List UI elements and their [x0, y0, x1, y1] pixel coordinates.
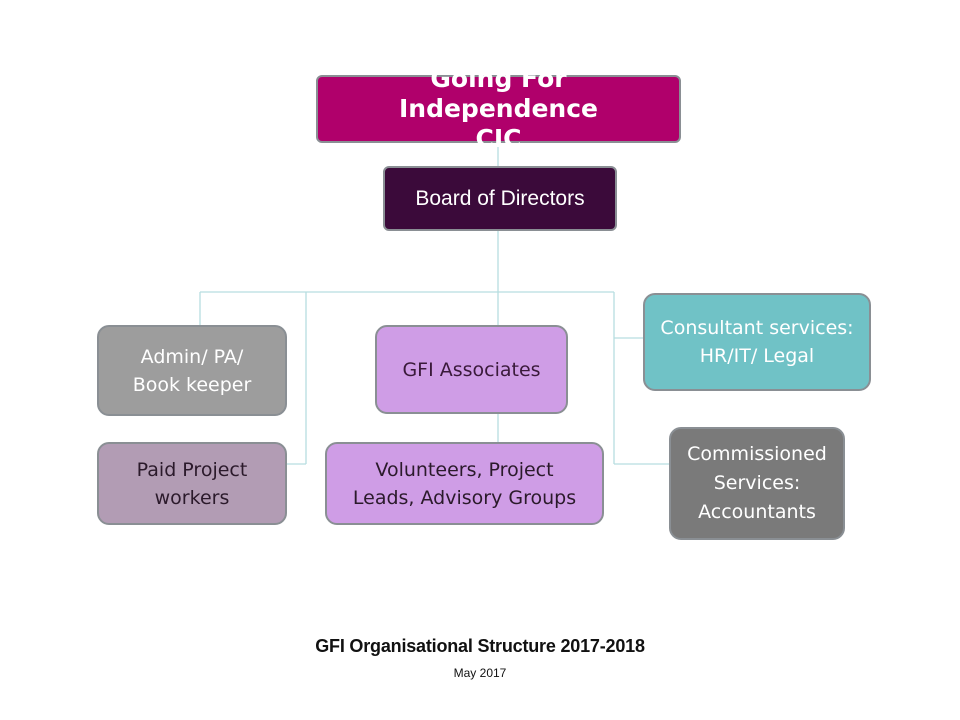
node-paid-project-workers: Paid Project workers — [97, 442, 287, 525]
node-paid-label: Paid Project workers — [136, 458, 248, 509]
caption-date: May 2017 — [453, 666, 507, 680]
node-root-label: Going For Independence CIC — [398, 64, 599, 153]
node-consultant-services: Consultant services: HR/IT/ Legal — [643, 293, 871, 391]
node-board-of-directors: Board of Directors — [383, 166, 617, 231]
caption-title: GFI Organisational Structure 2017-2018 — [315, 636, 645, 656]
node-board-label: Board of Directors — [415, 186, 585, 210]
node-volunteers-label: Volunteers, Project Leads, Advisory Grou… — [352, 458, 577, 509]
node-going-for-independence: Going For Independence CIC — [316, 64, 681, 153]
node-volunteers: Volunteers, Project Leads, Advisory Grou… — [325, 442, 604, 525]
node-commissioned-services: Commissioned Services: Accountants — [669, 427, 845, 540]
node-associates-label: GFI Associates — [402, 358, 541, 381]
node-consultant-label: Consultant services: HR/IT/ Legal — [660, 317, 854, 367]
node-commissioned-label: Commissioned Services: Accountants — [687, 443, 827, 523]
node-admin-pa-bookkeeper: Admin/ PA/ Book keeper — [97, 325, 287, 416]
node-admin-label: Admin/ PA/ Book keeper — [132, 345, 252, 396]
node-gfi-associates: GFI Associates — [375, 325, 568, 414]
